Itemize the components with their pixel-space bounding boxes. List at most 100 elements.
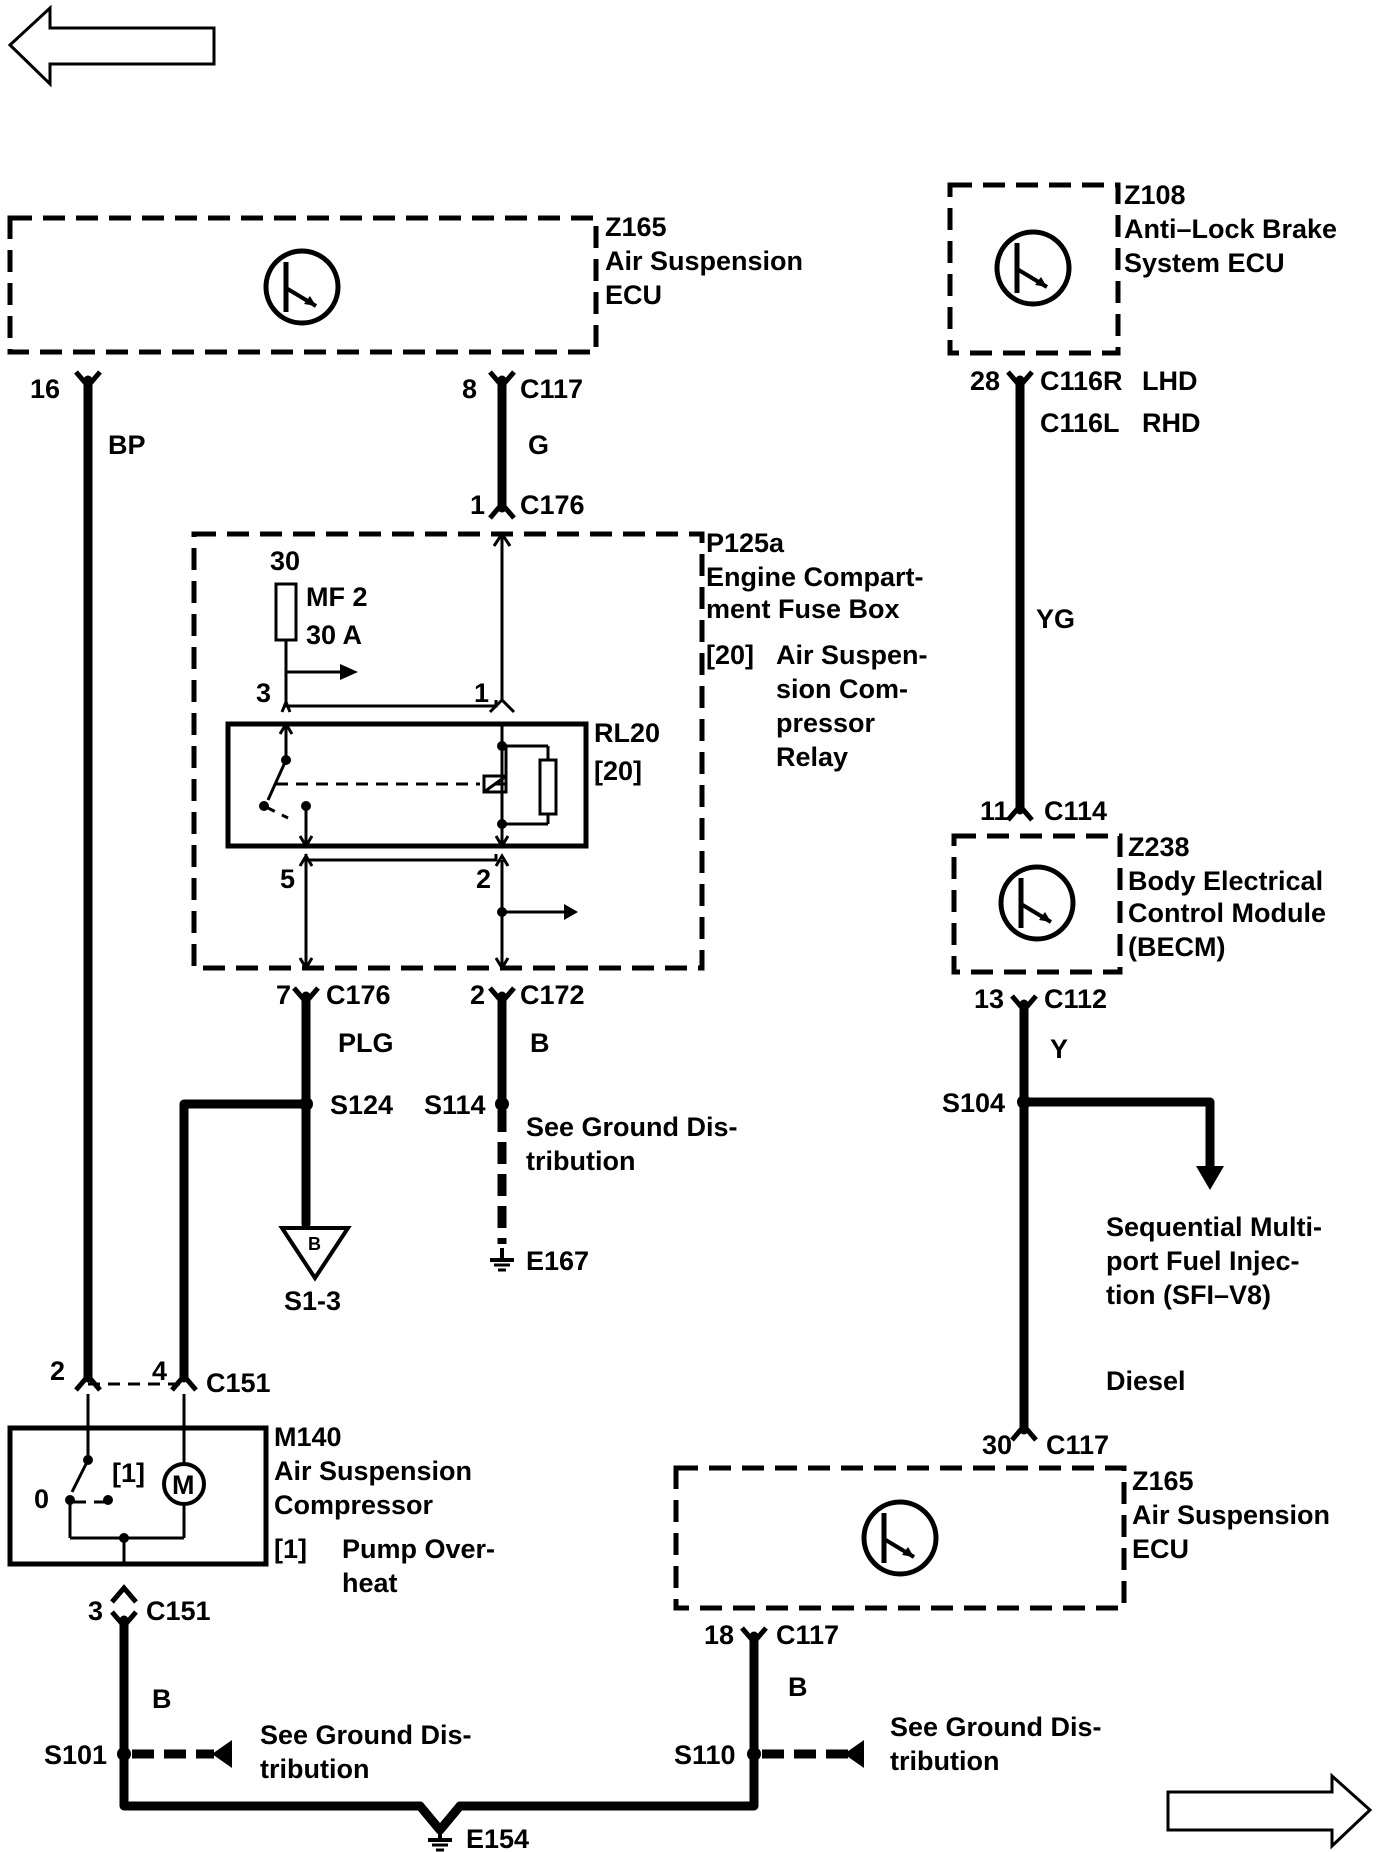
z238-becm	[951, 833, 1123, 975]
p125a-desc1: Air Suspen-	[776, 640, 928, 670]
pin-11: 11	[980, 796, 1009, 826]
connector-c112: C112	[1044, 984, 1107, 1014]
wire-b-c172-label: B	[530, 1028, 550, 1058]
connector-c151-2-mark	[74, 1372, 102, 1392]
m140-line1: Air Suspension	[274, 1456, 472, 1486]
wire-g-label: G	[528, 430, 549, 460]
connector-c117-8-mark	[488, 370, 516, 390]
back-arrow-icon[interactable]	[7, 4, 216, 88]
p125a-desc4: Relay	[776, 742, 848, 772]
m140-ref: [1]	[274, 1534, 307, 1564]
z165-bottom-line1: Air Suspension	[1132, 1500, 1330, 1530]
ground-dist-s114-line2: tribution	[526, 1146, 635, 1176]
relay-pin-5: 5	[280, 864, 295, 894]
sfi-line3: tion (SFI–V8)	[1106, 1280, 1271, 1310]
p125a-desc2: sion Com-	[776, 674, 908, 704]
connector-16-mark	[74, 370, 102, 390]
z165-top-id: Z165	[605, 212, 667, 242]
pin-2-c172: 2	[470, 980, 485, 1010]
ground-e154-icon	[428, 1830, 452, 1852]
fuse-pin: 30	[270, 546, 300, 576]
z238-id: Z238	[1128, 832, 1190, 862]
connector-c176-bottom: C176	[326, 980, 391, 1010]
wire-y-label: Y	[1050, 1034, 1068, 1064]
switch-ref: [1]	[112, 1458, 145, 1488]
ground-e167-icon	[490, 1248, 514, 1272]
p125a-fuse-box	[191, 531, 705, 971]
s110-arrow-icon	[844, 1740, 864, 1768]
splice-s114-label: S114	[424, 1090, 486, 1120]
connector-c172-mark	[488, 986, 516, 1006]
fuse-mf2-icon	[274, 582, 298, 642]
sfi-arrow-icon	[1196, 1166, 1224, 1190]
connector-c114: C114	[1044, 796, 1107, 826]
connector-c116l-hand: RHD	[1142, 408, 1201, 438]
pin-3-c151: 3	[88, 1596, 103, 1626]
p125a-desc3: pressor	[776, 708, 876, 738]
z165-bottom-ecu	[673, 1465, 1127, 1611]
sfi-line2: port Fuel Injec-	[1106, 1246, 1300, 1276]
ground-e167-label: E167	[526, 1246, 589, 1276]
rl20-id: RL20	[594, 718, 660, 748]
fuse-name: MF 2	[306, 582, 368, 612]
wire-plg-branch	[179, 1099, 311, 1383]
wire-yg-label: YG	[1036, 604, 1075, 634]
pin-13: 13	[974, 984, 1004, 1014]
splice-s110	[747, 1747, 761, 1761]
pin-4-c151: 4	[152, 1356, 167, 1386]
connector-c151-top: C151	[206, 1368, 271, 1398]
z165-top-ecu	[7, 215, 599, 355]
sfi-line1: Sequential Multi-	[1106, 1212, 1322, 1242]
diesel-label: Diesel	[1106, 1366, 1186, 1396]
relay-pin-3: 3	[256, 678, 271, 708]
connector-c176-top: C176	[520, 490, 585, 520]
pin-28: 28	[970, 366, 1000, 396]
connector-c151-3-mark	[110, 1584, 138, 1604]
z165-bottom-line2: ECU	[1132, 1534, 1189, 1564]
connector-c117-18-mark	[740, 1626, 768, 1646]
z108-line1: Anti–Lock Brake	[1124, 214, 1337, 244]
z238-line1: Body Electrical	[1128, 866, 1323, 896]
pin-18: 18	[704, 1620, 734, 1650]
ground-dist-s110-line2: tribution	[890, 1746, 999, 1776]
ground-dist-s114-line1: See Ground Dis-	[526, 1112, 738, 1142]
m140-compressor	[7, 1394, 269, 1567]
connector-c116r-hand: LHD	[1142, 366, 1198, 396]
ground-dist-s101-line2: tribution	[260, 1754, 369, 1784]
m140-desc2: heat	[342, 1568, 398, 1598]
z165-top-line2: ECU	[605, 280, 662, 310]
connector-c117-30: C117	[1046, 1430, 1109, 1460]
z108-abs-ecu	[947, 182, 1121, 356]
connector-c151-bottom: C151	[146, 1596, 211, 1626]
pin-2-c151: 2	[50, 1356, 65, 1386]
switch-zero: 0	[34, 1484, 49, 1514]
pin-8: 8	[462, 374, 477, 404]
forward-arrow-icon[interactable]	[1166, 1772, 1373, 1850]
p125a-id: P125a	[706, 528, 785, 558]
pin-1-c176: 1	[470, 490, 485, 520]
relay-pin-1: 1	[474, 678, 489, 708]
connector-c112-mark	[1010, 994, 1038, 1014]
connector-c172: C172	[520, 980, 585, 1010]
connector-c116r: C116R	[1040, 366, 1123, 396]
offpage-connector	[278, 1226, 352, 1282]
wire-b-m140-label: B	[152, 1684, 172, 1714]
wire-y-sfi-branch	[1019, 1097, 1215, 1175]
ground-dist-s101-line1: See Ground Dis-	[260, 1720, 472, 1750]
rl20-ref: [20]	[594, 756, 642, 786]
splice-s114	[495, 1097, 509, 1111]
z165-top-line1: Air Suspension	[605, 246, 803, 276]
z108-id: Z108	[1124, 180, 1186, 210]
offpage-ref: S1-3	[284, 1286, 341, 1316]
splice-s104-label: S104	[942, 1088, 1005, 1118]
z165-bottom-id: Z165	[1132, 1466, 1194, 1496]
m140-line2: Compressor	[274, 1490, 434, 1520]
connector-c117-18: C117	[776, 1620, 839, 1650]
connector-c117-30-mark	[1010, 1422, 1038, 1442]
wire-b-m140	[119, 1615, 425, 1811]
fuse-rating: 30 A	[306, 620, 362, 650]
pin-30: 30	[982, 1430, 1012, 1460]
p125a-line1: Engine Compart-	[706, 562, 924, 592]
offpage-letter: B	[308, 1234, 321, 1254]
